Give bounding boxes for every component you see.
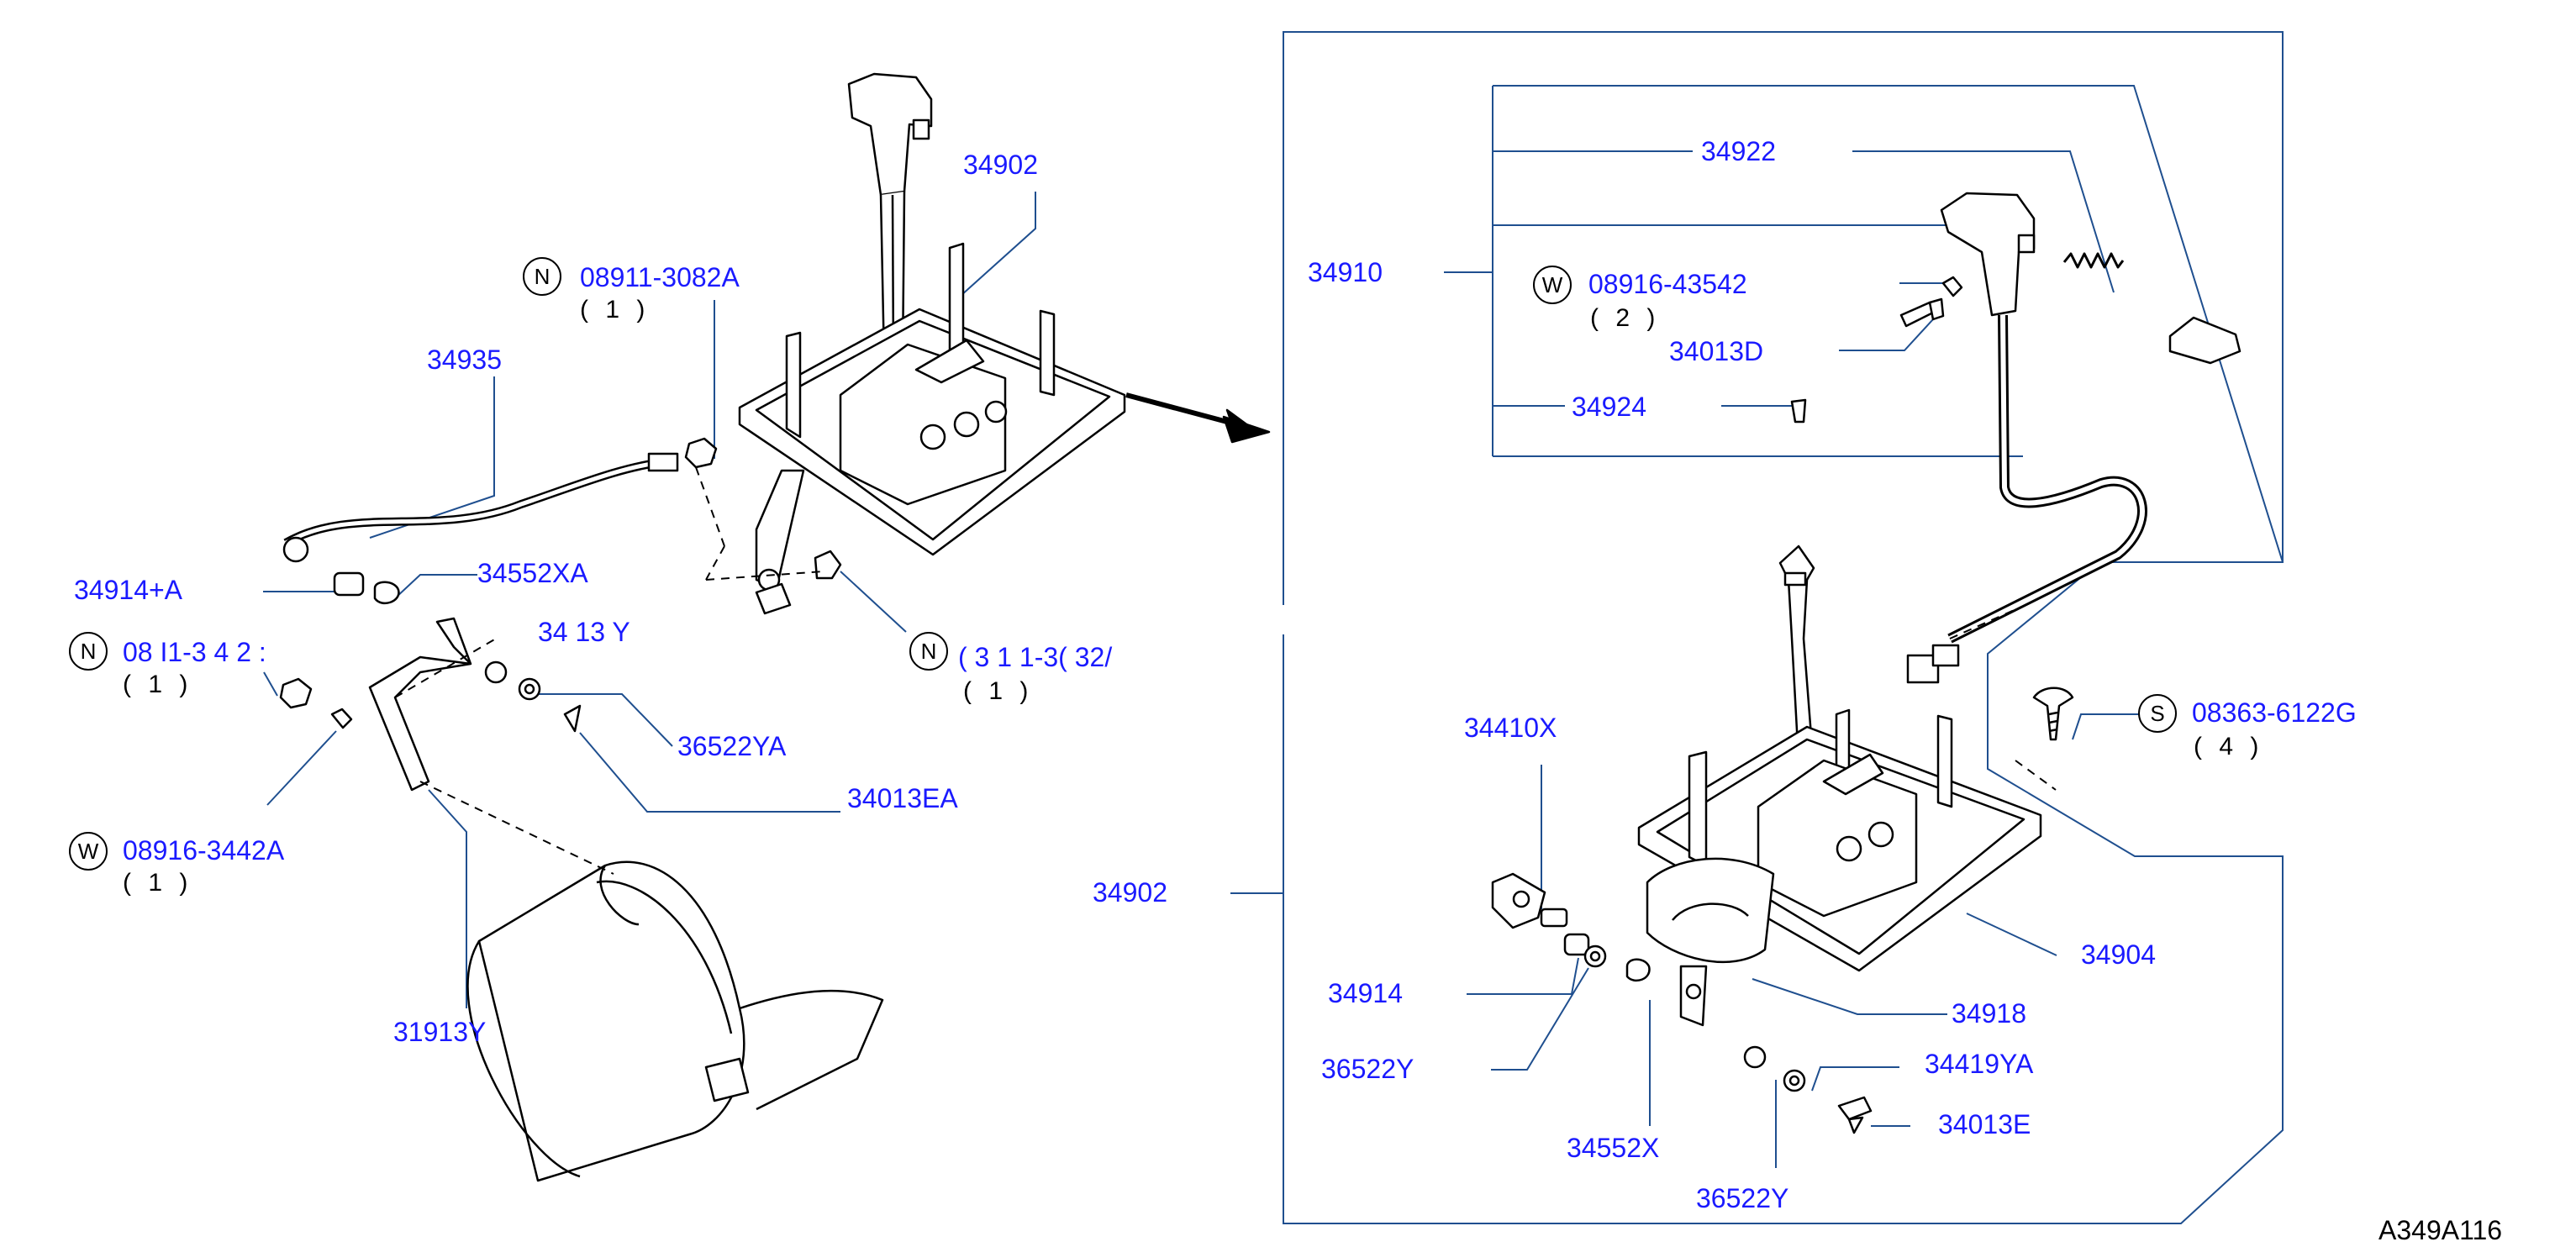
symbol-n-nut-top: N — [523, 257, 561, 296]
label-08911-3082-mid: ( 3 1 1-3( 32/ — [958, 642, 1113, 672]
qty-nut-mid: ( 1 ) — [963, 677, 1034, 705]
label-34013d: 34013D — [1669, 336, 1764, 366]
qty-nut-left: ( 1 ) — [123, 671, 193, 698]
label-36522y-a: 36522Y — [1321, 1054, 1414, 1084]
label-08911-3082a: 08911-3082A — [580, 262, 740, 292]
label-08911-3442: 08 I1-3 4 2 : — [123, 637, 266, 667]
label-34552x: 34552X — [1567, 1133, 1660, 1163]
label-34902-left: 34902 — [963, 150, 1038, 180]
label-34918: 34918 — [1952, 998, 2026, 1029]
label-34924: 34924 — [1572, 392, 1646, 422]
qty-nut-top: ( 1 ) — [580, 296, 651, 324]
label-36522ya: 36522YA — [677, 731, 787, 761]
label-34935: 34935 — [427, 345, 502, 375]
qty-washer-left: ( 1 ) — [123, 869, 193, 897]
left-shifter-drawing — [279, 72, 1271, 1182]
symbol-n-nut-left: N — [69, 632, 108, 671]
label-34904: 34904 — [2081, 939, 2156, 970]
symbol-w-washer-left: W — [69, 832, 108, 871]
diagram-code: A349A116 — [2378, 1215, 2503, 1245]
label-34419ya: 34419YA — [1925, 1049, 2034, 1079]
symbol-w-washer-right: W — [1533, 266, 1572, 304]
label-34902-right: 34902 — [1093, 877, 1167, 908]
right-dashed — [1949, 604, 2057, 791]
label-08363-6122g: 08363-6122G — [2192, 697, 2357, 728]
right-shifter-drawing — [1491, 192, 2241, 1134]
label-34013e: 34013E — [1938, 1109, 2031, 1139]
qty-washer-right: ( 2 ) — [1590, 304, 1661, 332]
label-34910: 34910 — [1308, 257, 1383, 287]
qty-screw-s: ( 4 ) — [2194, 733, 2264, 760]
symbol-n-nut-mid: N — [909, 632, 948, 671]
label-34552xa: 34552XA — [477, 558, 588, 588]
label-34922: 34922 — [1701, 136, 1776, 166]
label-34914a: 34914+A — [74, 575, 183, 605]
label-34410x: 34410X — [1464, 713, 1557, 743]
right-frame — [1230, 31, 2284, 1224]
label-08916-43542: 08916-43542 — [1588, 269, 1747, 299]
label-34914: 34914 — [1328, 978, 1403, 1008]
label-34013ea: 34013EA — [847, 783, 958, 813]
label-36522y-b: 36522Y — [1696, 1183, 1789, 1213]
label-partial-34: 34 13 Y — [538, 617, 630, 647]
left-dashed — [394, 466, 824, 875]
symbol-s-screw: S — [2138, 694, 2177, 733]
label-08916-3442a: 08916-3442A — [123, 835, 285, 866]
label-31913y: 31913Y — [393, 1017, 487, 1047]
